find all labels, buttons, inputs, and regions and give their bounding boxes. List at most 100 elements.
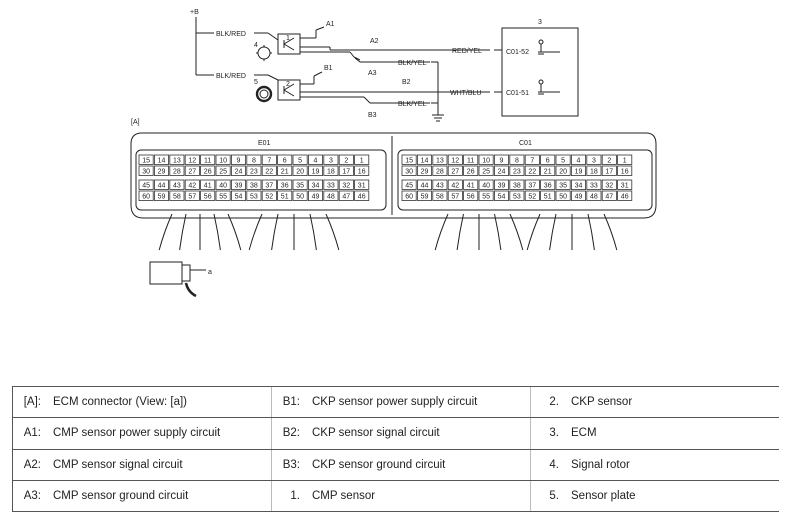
- wire-strand: [158, 213, 173, 251]
- e01-pin-number: 49: [312, 194, 320, 201]
- c01-pin-cell: [463, 190, 479, 201]
- e01-pin-cell: [184, 165, 200, 176]
- e01-pin-cell: [138, 165, 154, 176]
- e01-pin-number: 53: [250, 194, 258, 201]
- callout-2: 2: [286, 81, 290, 88]
- c01-pin-number: 34: [575, 183, 583, 190]
- c01-pin-number: 7: [530, 158, 534, 165]
- e01-pin-cell: [261, 154, 277, 165]
- callout-a2: A2: [370, 38, 379, 45]
- connector-c01-title: C01: [519, 140, 532, 147]
- wire-a1-top-label: BLK/RED: [216, 31, 246, 38]
- legend-row: [A]:ECM connector (View: [a])B1:CKP sens…: [12, 385, 779, 419]
- e01-pin-cell: [323, 154, 339, 165]
- c01-pin-number: 47: [605, 194, 613, 201]
- c01-pin-cell: [416, 190, 432, 201]
- e01-pin-cell: [307, 190, 323, 201]
- e01-pin-cell: [246, 179, 262, 190]
- cmp-sensor-body: [277, 33, 301, 55]
- e01-pin-cell: [354, 190, 370, 201]
- e01-pin-number: 40: [219, 183, 227, 190]
- c01-pin-number: 39: [498, 183, 506, 190]
- c01-pin-cell: [555, 154, 571, 165]
- c01-pin-cell: [540, 179, 556, 190]
- e01-pin-cell: [261, 190, 277, 201]
- e01-pin-number: 31: [358, 183, 366, 190]
- e01-pin-number: 36: [281, 183, 289, 190]
- callout-a3: A3: [368, 70, 377, 77]
- c01-pin-cell: [524, 154, 540, 165]
- e01-pin-cell: [200, 165, 216, 176]
- c01-pin-cell: [493, 154, 509, 165]
- e01-pin-cell: [246, 154, 262, 165]
- c01-pin-number: 49: [575, 194, 583, 201]
- c01-pin-number: 58: [436, 194, 444, 201]
- legend-cell: A3:CMP sensor ground circuit: [12, 479, 272, 513]
- wire-strand: [587, 213, 595, 251]
- e01-pin-number: 23: [250, 169, 258, 176]
- legend-description: Sensor plate: [571, 489, 636, 502]
- c01-pin-cell: [432, 154, 448, 165]
- c01-pin-cell: [493, 190, 509, 201]
- e01-pin-number: 12: [188, 158, 196, 165]
- legend-cell: B2:CKP sensor signal circuit: [271, 417, 531, 450]
- wire-strand: [456, 213, 464, 251]
- e01-pin-cell: [292, 179, 308, 190]
- e01-pin-number: 26: [204, 169, 212, 176]
- legend-cell: [A]:ECM connector (View: [a]): [12, 385, 272, 419]
- e01-pin-cell: [230, 179, 246, 190]
- legend-key: 2.: [549, 396, 559, 409]
- e01-pin-cell: [338, 179, 354, 190]
- c01-pin-number: 31: [621, 183, 629, 190]
- c01-pin-cell: [571, 179, 587, 190]
- c01-pin-number: 21: [544, 169, 552, 176]
- c01-pin-number: 23: [513, 169, 521, 176]
- ecm-terminal-c01-51: C01-51: [506, 90, 529, 97]
- e01-pin-number: 50: [296, 194, 304, 201]
- c01-pin-cell: [540, 165, 556, 176]
- e01-pin-cell: [292, 165, 308, 176]
- e01-pin-number: 16: [358, 169, 366, 176]
- c01-pin-number: 24: [498, 169, 506, 176]
- c01-pin-cell: [478, 190, 494, 201]
- legend-description: ECM: [571, 427, 597, 440]
- c01-pin-number: 60: [405, 194, 413, 201]
- c01-pin-number: 40: [482, 183, 490, 190]
- wire-strand: [227, 213, 242, 251]
- c01-pin-cell: [416, 154, 432, 165]
- e01-pin-number: 38: [250, 183, 258, 190]
- e01-pin-cell: [138, 190, 154, 201]
- e01-pin-number: 8: [252, 158, 256, 165]
- e01-pin-number: 30: [142, 169, 150, 176]
- legend-key: 3.: [549, 427, 559, 440]
- wire-a1-bottom-label: BLK/RED: [216, 73, 246, 80]
- wire-strand: [494, 213, 502, 251]
- ecm-connector: [130, 132, 657, 251]
- callout-a1: A1: [326, 21, 335, 28]
- e01-pin-number: 6: [283, 158, 287, 165]
- wire-strand: [526, 213, 541, 251]
- e01-pin-cell: [184, 154, 200, 165]
- e01-pin-number: 4: [314, 158, 318, 165]
- legend-description: ECM connector (View: [a]): [53, 396, 188, 409]
- c01-pin-number: 4: [577, 158, 581, 165]
- e01-pin-cell: [215, 179, 231, 190]
- c01-pin-cell: [478, 165, 494, 176]
- c01-pin-cell: [617, 190, 633, 201]
- c01-pin-number: 6: [546, 158, 550, 165]
- e01-pin-cell: [169, 165, 185, 176]
- e01-pin-cell: [184, 179, 200, 190]
- wire-strand: [179, 213, 187, 251]
- c01-pin-number: 10: [482, 158, 490, 165]
- connector-e01-title: E01: [258, 140, 271, 147]
- e01-pin-number: 35: [296, 183, 304, 190]
- c01-pin-number: 14: [421, 158, 429, 165]
- c01-pin-number: 55: [482, 194, 490, 201]
- legend-cell: A2:CMP sensor signal circuit: [12, 448, 272, 481]
- c01-pin-number: 30: [405, 169, 413, 176]
- e01-pin-number: 47: [342, 194, 350, 201]
- e01-pin-number: 42: [188, 183, 196, 190]
- c01-pin-number: 20: [559, 169, 567, 176]
- legend-description: CMP sensor: [312, 489, 376, 502]
